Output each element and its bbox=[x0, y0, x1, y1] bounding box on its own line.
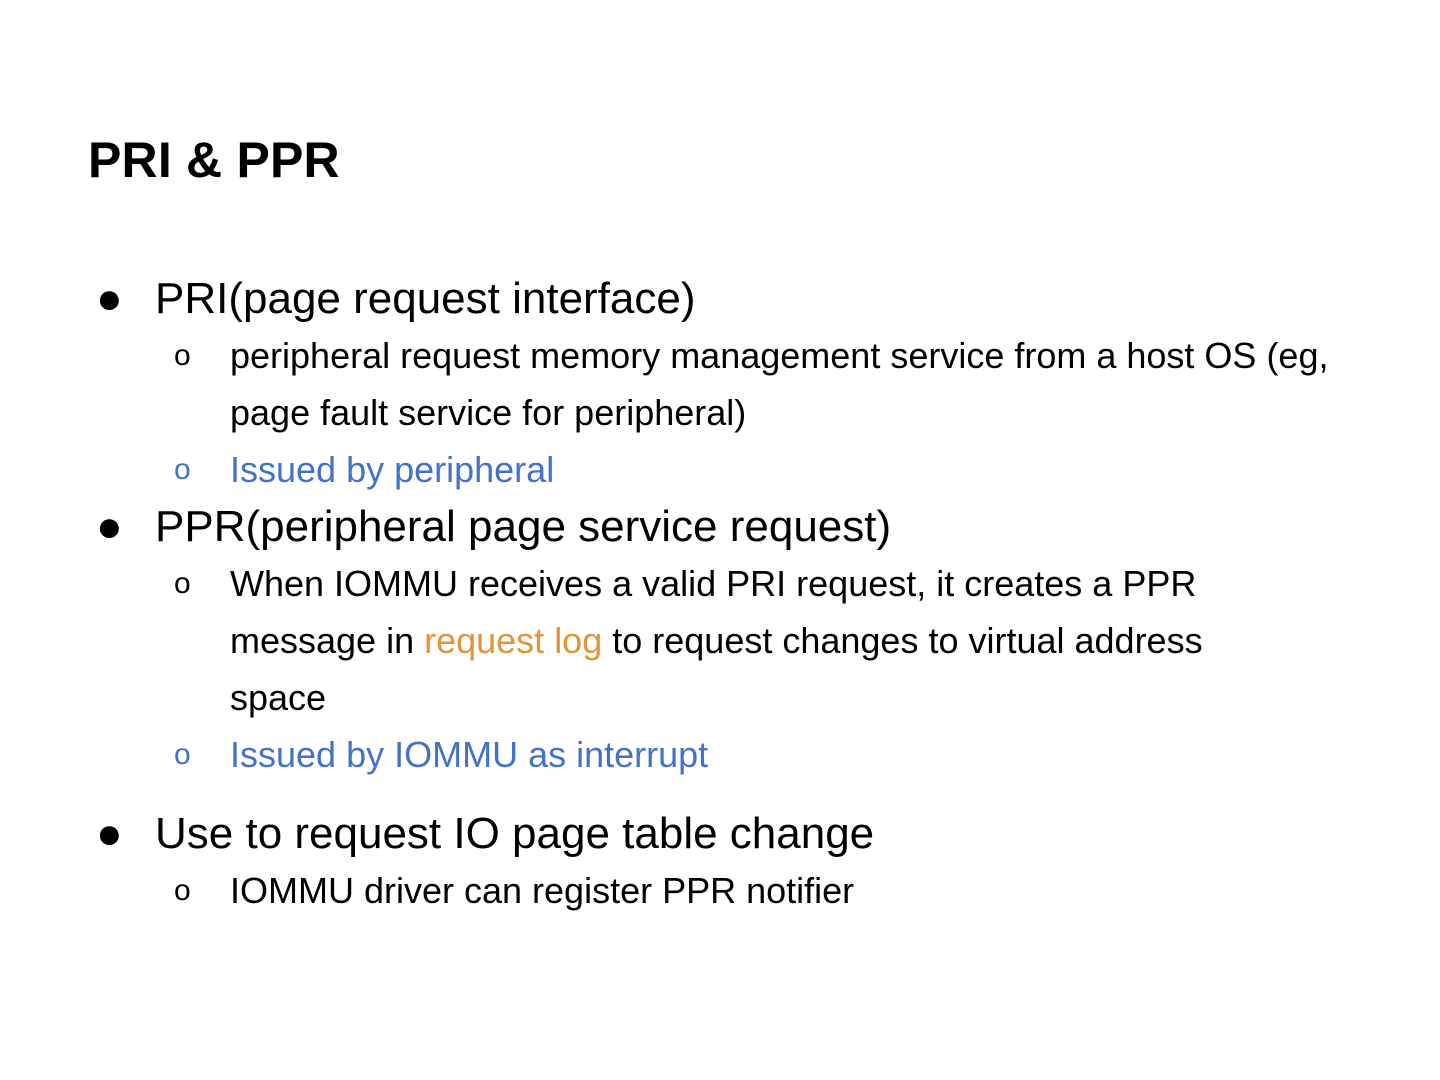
bullet-circle-icon: o bbox=[174, 453, 191, 486]
bullet-circle-icon: o bbox=[174, 738, 191, 771]
bullet-level1: ● PRI(page request interface) bbox=[88, 270, 1388, 327]
bullet-text-segment: When IOMMU receives a valid PRI request,… bbox=[230, 563, 1197, 661]
bullet-spacer bbox=[88, 783, 1388, 805]
bullet-text: Issued by IOMMU as interrupt bbox=[230, 734, 709, 775]
bullet-text: IOMMU driver can register PPR notifier bbox=[230, 870, 855, 911]
bullet-text-segment: to request changes to virtual address sp… bbox=[230, 620, 1203, 718]
bullet-level1: ● PPR(peripheral page service request) bbox=[88, 498, 1388, 555]
bullet-level2-highlight: o Issued by peripheral bbox=[88, 441, 1388, 498]
bullet-circle-icon: o bbox=[174, 339, 191, 372]
bullet-circle-icon: o bbox=[174, 567, 191, 600]
slide-body: ● PRI(page request interface) o peripher… bbox=[88, 270, 1388, 919]
bullet-text: Issued by peripheral bbox=[230, 449, 555, 490]
bullet-circle-icon: o bbox=[174, 874, 191, 907]
bullet-level1: ● Use to request IO page table change bbox=[88, 805, 1388, 862]
bullet-level2-highlight: o Issued by IOMMU as interrupt bbox=[88, 726, 1388, 783]
bullet-disc-icon: ● bbox=[96, 502, 123, 551]
bullet-text: Use to request IO page table change bbox=[155, 809, 875, 858]
bullet-disc-icon: ● bbox=[96, 274, 123, 323]
bullet-level2: o peripheral request memory management s… bbox=[88, 327, 1388, 441]
bullet-text: When IOMMU receives a valid PRI request,… bbox=[230, 555, 1300, 726]
page-title: PRI & PPR bbox=[88, 132, 340, 188]
bullet-disc-icon: ● bbox=[96, 809, 123, 858]
bullet-level2-mixed: o When IOMMU receives a valid PRI reques… bbox=[88, 555, 1300, 726]
bullet-text: PPR(peripheral page service request) bbox=[155, 502, 892, 551]
bullet-text-segment-highlight: request log bbox=[424, 620, 603, 661]
bullet-text: PRI(page request interface) bbox=[155, 274, 696, 323]
bullet-level2: o IOMMU driver can register PPR notifier bbox=[88, 862, 1388, 919]
bullet-text: peripheral request memory management ser… bbox=[230, 335, 1329, 433]
